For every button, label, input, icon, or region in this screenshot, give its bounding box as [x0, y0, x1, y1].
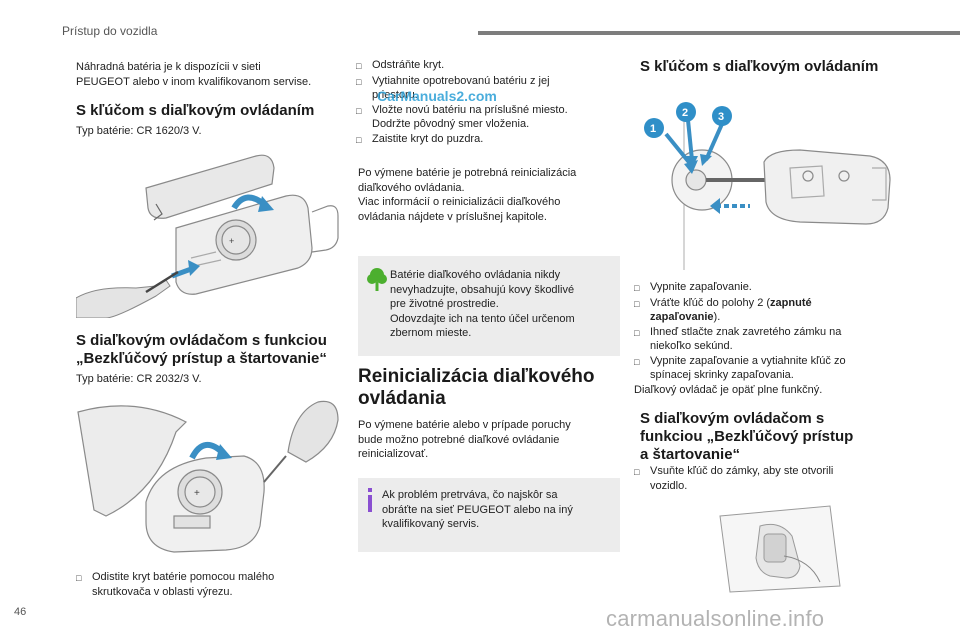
callout-2: 2: [682, 107, 688, 119]
callout-1: 1: [650, 123, 656, 135]
intro-text: Náhradná batéria je k dispozícii v sieti…: [76, 61, 312, 88]
col3-step-list: □ Vypnite zapaľovanie. □ Vráťte kľúč do …: [634, 280, 904, 397]
checkbox-bullet-icon: □: [634, 327, 640, 338]
list-item: □ Vložte novú batériu na príslušné miest…: [356, 103, 568, 131]
ignition-key-illustration: 1 2 3: [644, 102, 891, 270]
watermark-bottom: carmanualsonline.info: [606, 606, 825, 631]
heading-keyless: S diaľkovým ovládačom s funkciou „Bezkľú…: [76, 332, 327, 367]
battery-type-1: Typ batérie: CR 1620/3 V.: [76, 125, 202, 137]
eco-note-box: Batérie diaľkového ovládania nikdy nevyh…: [358, 256, 620, 356]
keyless-fob-battery-illustration: +: [77, 400, 339, 553]
reinit-text: Po výmene batérie alebo v prípade poruch…: [358, 419, 571, 460]
info-icon: [368, 488, 372, 512]
checkbox-bullet-icon: □: [356, 134, 362, 145]
list-item: □ Vypnite zapaľovanie.: [634, 280, 904, 296]
reinit-required-text: Po výmene batérie je potrebná reiniciali…: [358, 167, 577, 223]
eco-note-text: Batérie diaľkového ovládania nikdy nevyh…: [390, 269, 575, 339]
info-note-box: Ak problém pretrváva, čo najskôr sa obrá…: [358, 478, 620, 552]
header-title: Prístup do vozidla: [62, 24, 158, 38]
checkbox-bullet-icon: □: [356, 61, 362, 71]
key-insert-illustration: [719, 505, 841, 593]
header-divider: [478, 31, 960, 35]
svg-text:+: +: [194, 488, 200, 499]
col3-keyless-list: □ Vsuňte kľúč do zámky, aby ste otvorili…: [634, 464, 904, 493]
result-text: Diaľkový ovládač je opäť plne funkčný.: [634, 383, 823, 396]
battery-type-2: Typ batérie: CR 2032/3 V.: [76, 373, 202, 385]
checkbox-bullet-icon: □: [356, 105, 362, 116]
svg-text:+: +: [229, 236, 234, 246]
page-number: 46: [14, 606, 27, 618]
list-item: □ Zaistite kryt do puzdra.: [356, 132, 618, 148]
checkbox-bullet-icon: □: [356, 76, 362, 87]
tree-icon: [367, 268, 387, 291]
heading-reinit: Reinicializácia diaľkového ovládania: [358, 366, 595, 409]
callout-3: 3: [718, 111, 724, 123]
list-item: □ Vypnite zapaľovanie a vytiahnite kľúč …: [634, 354, 846, 382]
watermark-top: CarManuals2.com: [377, 88, 497, 104]
checkbox-bullet-icon: □: [634, 467, 640, 477]
checkbox-bullet-icon: □: [76, 573, 82, 583]
checkbox-bullet-icon: □: [634, 298, 640, 309]
checkbox-bullet-icon: □: [634, 356, 640, 367]
list-item: □ Odstráňte kryt.: [356, 58, 618, 74]
list-item: □ Vsuňte kľúč do zámky, aby ste otvorili…: [634, 465, 834, 492]
heading-remote-key: S kľúčom s diaľkovým ovládaním: [76, 102, 315, 119]
heading-keyless-reinit: S diaľkovým ovládačom s funkciou „Bezkľú…: [640, 410, 854, 463]
key-fob-battery-illustration: +: [76, 154, 339, 318]
col2-step-list: □ Odstráňte kryt. □ Vytiahnite opotrebov…: [356, 58, 618, 147]
checkbox-bullet-icon: □: [634, 283, 640, 293]
info-note-text: Ak problém pretrváva, čo najskôr sa obrá…: [382, 489, 573, 530]
heading-remote-key-reinit: S kľúčom s diaľkovým ovládaním: [640, 58, 879, 75]
